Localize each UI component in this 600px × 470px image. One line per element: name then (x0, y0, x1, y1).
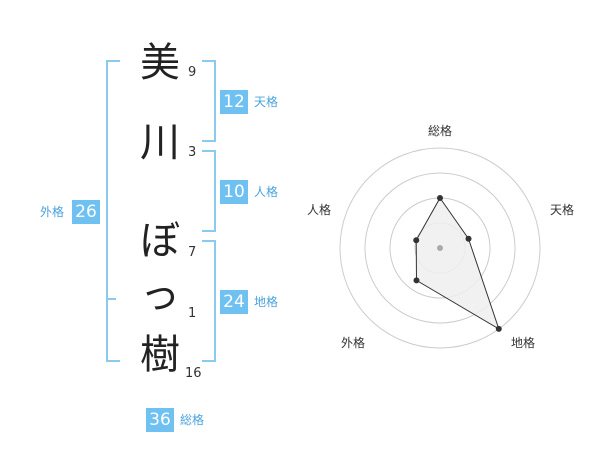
stroke-count-5: 16 (185, 366, 202, 381)
tenkaku-bracket (202, 60, 216, 142)
jinkaku-bracket (202, 150, 216, 232)
chikaku-value-badge: 24 (220, 290, 248, 314)
radar-axis-label-soukaku: 総格 (428, 124, 453, 138)
radar-axis-label-tenkaku: 天格 (550, 203, 575, 217)
gaikaku-label: 外格 (40, 205, 65, 219)
name-char-1: 美 (140, 40, 180, 86)
gaikaku-bracket (106, 60, 120, 362)
radar-point-1 (437, 195, 443, 201)
stroke-count-1: 9 (188, 65, 197, 80)
radar-axis-label-gaikaku: 外格 (341, 336, 366, 350)
radar-point-3 (495, 325, 502, 332)
radar-grid-ring (364, 172, 516, 324)
radar-series-shape (415, 197, 500, 331)
stroke-count-3: 7 (188, 245, 197, 260)
chikaku-bracket (202, 240, 216, 362)
radar-axis-label-chikaku: 地格 (511, 336, 536, 350)
radar-axis-label-jinkaku: 人格 (307, 203, 332, 217)
tenkaku-label: 天格 (254, 95, 279, 109)
soukaku-value-badge: 36 (146, 408, 174, 432)
radar-center-point (437, 245, 443, 251)
gaikaku-inner-tick (106, 298, 116, 300)
tenkaku-value-badge: 12 (220, 90, 248, 114)
radar-point-4 (413, 277, 420, 284)
gaikaku-value-badge: 26 (72, 200, 100, 224)
radar-grid-ring (339, 147, 541, 349)
radar-point-5 (413, 237, 420, 244)
stroke-count-4: 1 (188, 306, 197, 321)
soukaku-label: 総格 (180, 413, 205, 427)
name-char-3: ぼ (140, 218, 180, 264)
stroke-count-2: 3 (188, 145, 197, 160)
jinkaku-label: 人格 (254, 185, 279, 199)
name-char-2: 川 (140, 120, 180, 166)
name-char-5: 樹 (140, 332, 180, 378)
chikaku-label: 地格 (254, 295, 279, 309)
radar-point-2 (465, 235, 472, 242)
jinkaku-value-badge: 10 (220, 180, 248, 204)
name-char-4: っ (140, 272, 180, 318)
